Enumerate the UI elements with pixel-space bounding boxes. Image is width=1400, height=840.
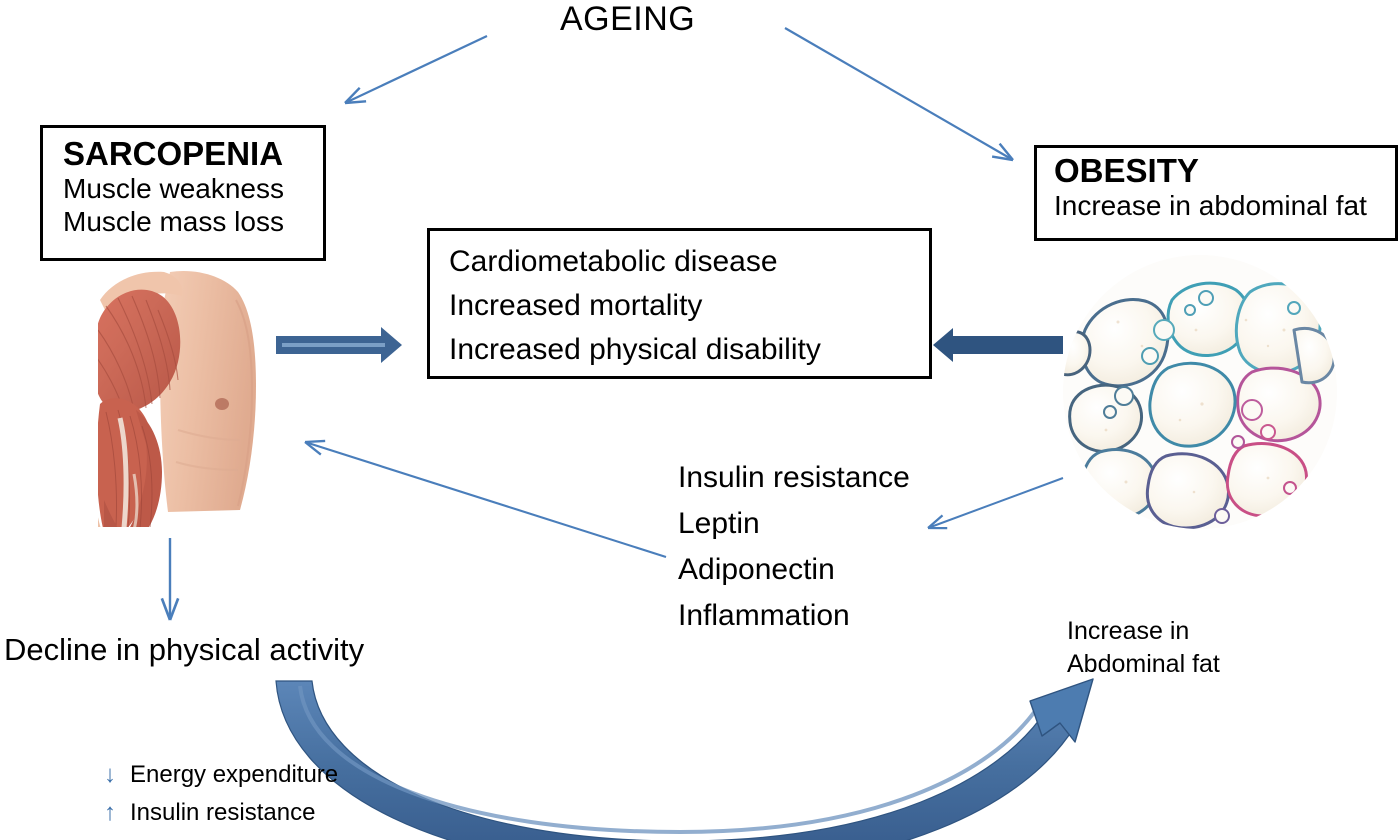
- outcomes-box: Cardiometabolic disease Increased mortal…: [427, 228, 932, 379]
- obesity-heading: OBESITY: [1054, 152, 1199, 189]
- down-arrow-icon: ↓: [104, 761, 116, 788]
- insulin-resistance-label: Insulin resistance: [130, 798, 316, 826]
- increase-abdominal-line-2: Abdominal fat: [1067, 649, 1220, 678]
- adipokine-list: Insulin resistance Leptin Adiponectin In…: [678, 455, 910, 639]
- adipokine-line-4: Inflammation: [678, 598, 850, 632]
- arrow-ageing-to-sarcopenia: [344, 35, 488, 105]
- obesity-line-1: Increase in abdominal fat: [1054, 189, 1367, 221]
- arrow-ageing-to-obesity: [784, 27, 1014, 162]
- obesity-box: OBESITY Increase in abdominal fat: [1034, 145, 1398, 241]
- activity-consequences-list: ↓ Energy expenditure ↑ Insulin resistanc…: [104, 756, 338, 832]
- list-item: ↑ Insulin resistance: [104, 794, 338, 832]
- outcomes-line-3: Increased physical disability: [449, 333, 821, 367]
- sarcopenia-line-1: Muscle weakness: [63, 172, 284, 204]
- arrow-activity-to-abdominal-fat: [275, 678, 1094, 840]
- arrow-sarcopenia-to-outcomes: [276, 327, 402, 363]
- adipose-tissue-art: [1063, 255, 1337, 529]
- arrow-adipokines-to-muscle: [304, 439, 667, 559]
- sarcopenia-heading: SARCOPENIA: [63, 135, 284, 172]
- arrow-adipose-to-adipokines: [927, 477, 1064, 530]
- page-title: AGEING: [560, 0, 696, 38]
- decline-in-physical-activity-label: Decline in physical activity: [4, 632, 365, 667]
- sarcopenia-box: SARCOPENIA Muscle weakness Muscle mass l…: [40, 125, 326, 261]
- outcomes-line-1: Cardiometabolic disease: [449, 245, 778, 278]
- up-arrow-icon: ↑: [104, 798, 116, 826]
- muscle-illustration-art: [98, 262, 273, 527]
- adipokine-line-2: Leptin: [678, 506, 760, 540]
- sarcopenia-line-2: Muscle mass loss: [63, 205, 284, 237]
- list-item: ↓ Energy expenditure: [104, 756, 338, 794]
- increase-abdominal-fat-label: Increase in Abdominal fat: [1067, 615, 1220, 680]
- increase-abdominal-line-1: Increase in: [1067, 617, 1190, 645]
- adipokine-line-1: Insulin resistance: [678, 461, 910, 494]
- adipokine-line-3: Adiponectin: [678, 552, 835, 586]
- energy-expenditure-label: Energy expenditure: [130, 761, 339, 788]
- outcomes-line-2: Increased mortality: [449, 289, 703, 323]
- arrow-obesity-to-outcomes: [933, 328, 1063, 362]
